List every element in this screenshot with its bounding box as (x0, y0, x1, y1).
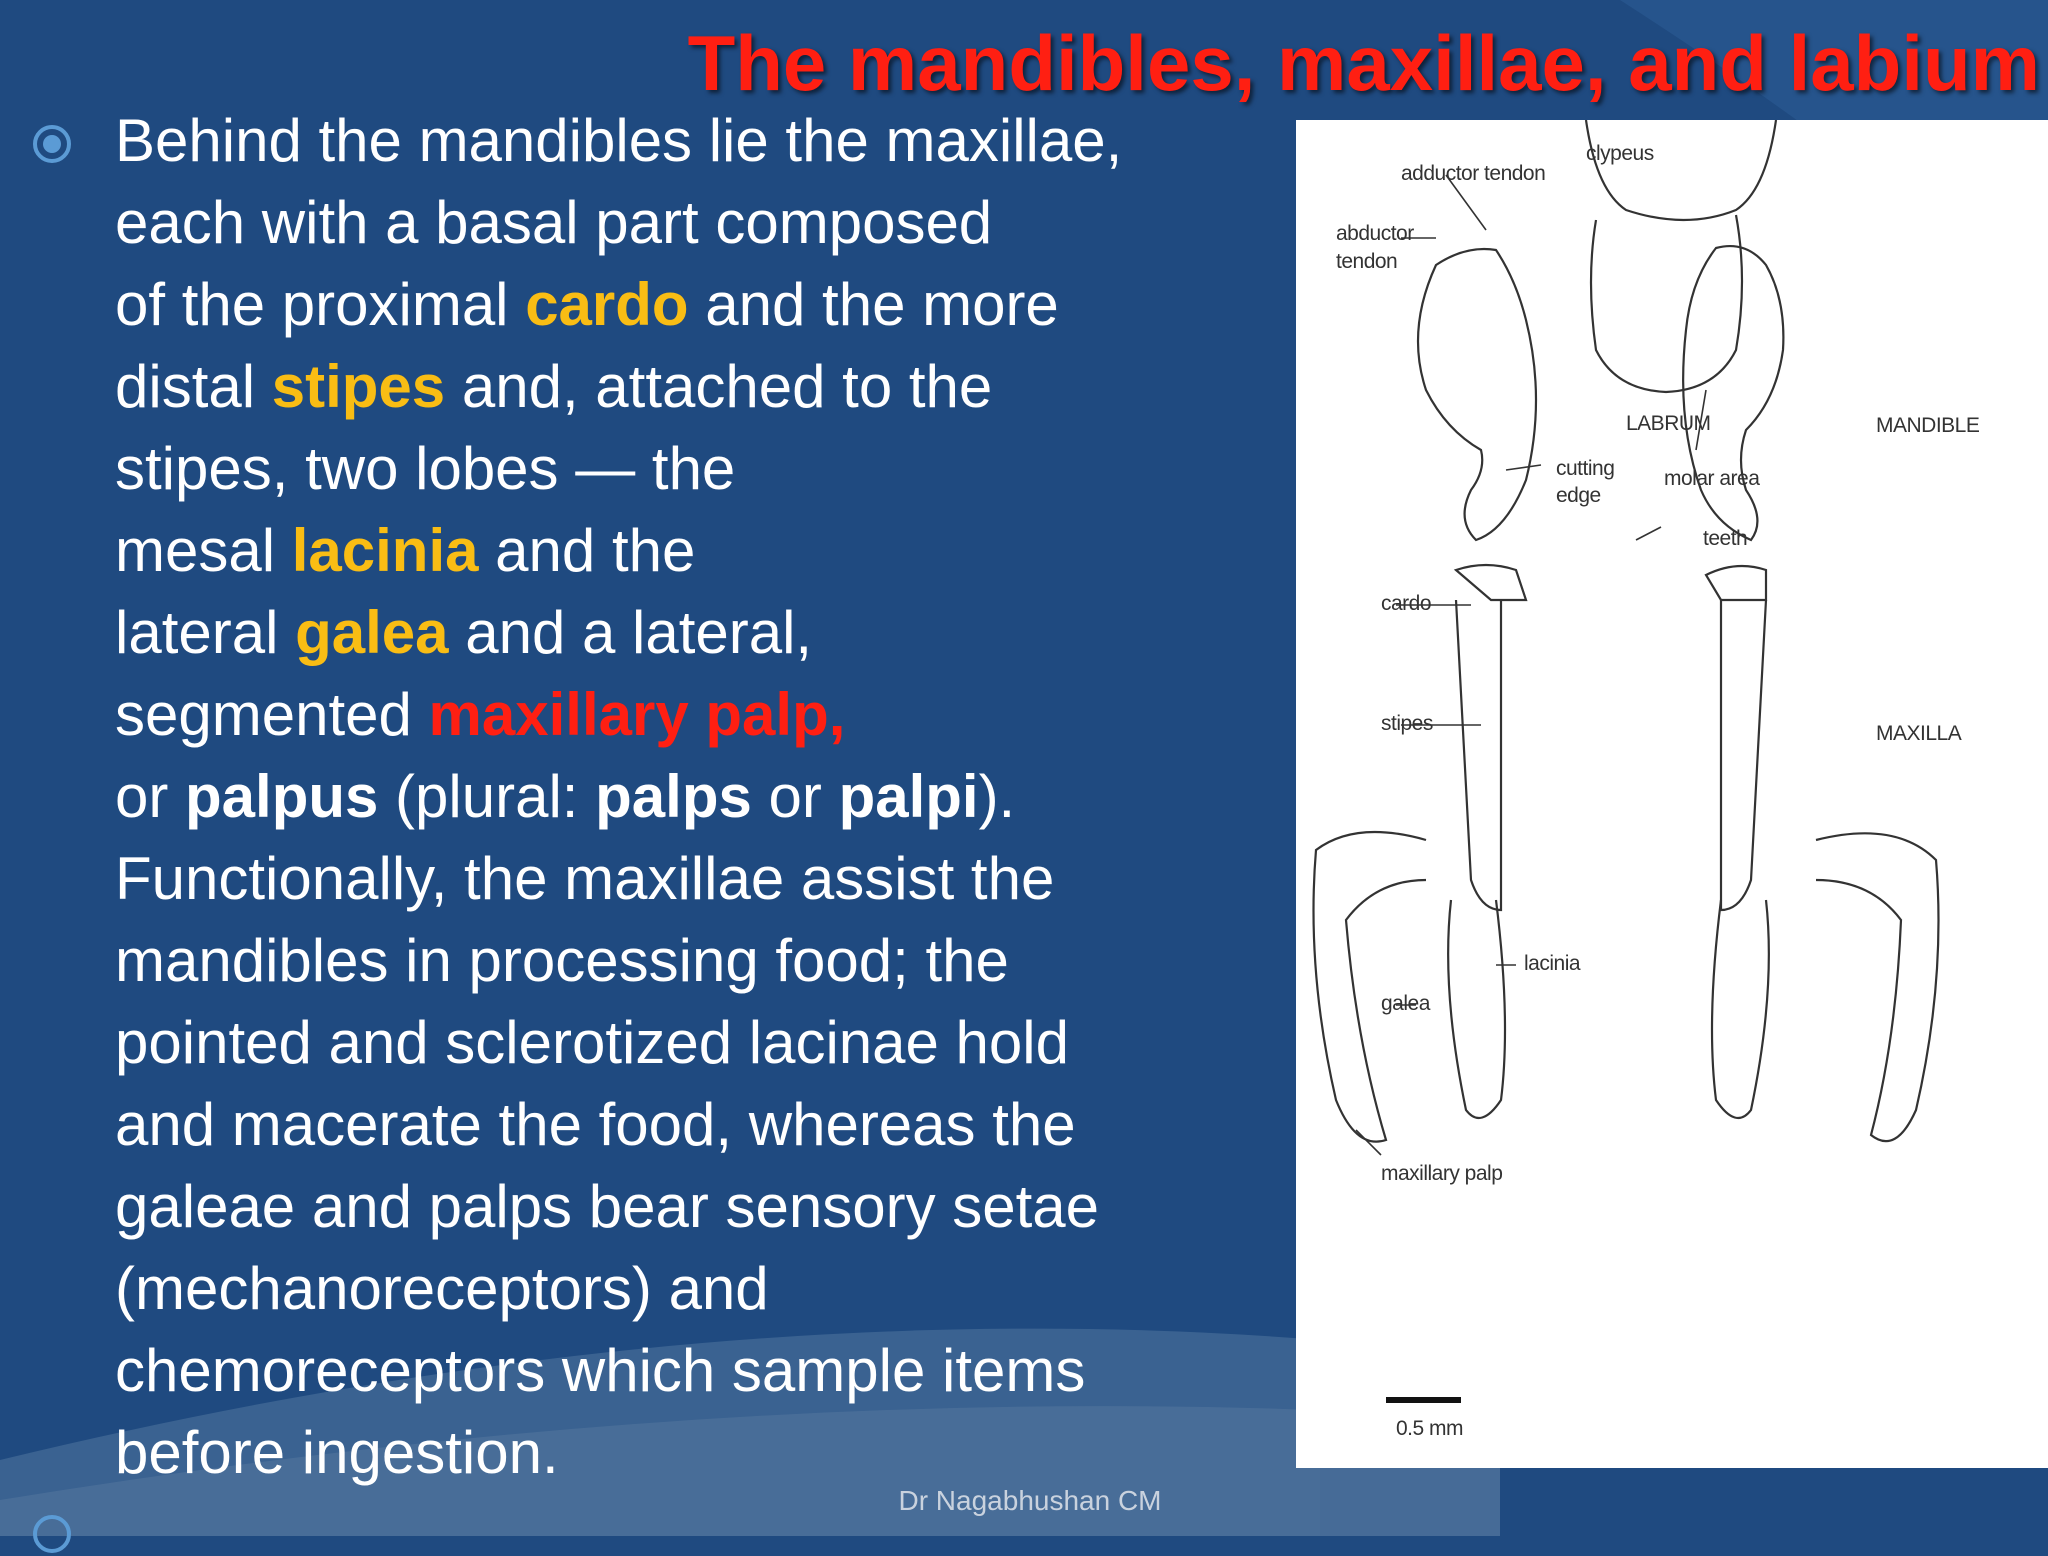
term-maxillary-palp: maxillary palp, (428, 681, 846, 748)
body-line: Functionally, the maxillae assist the (115, 845, 1055, 912)
label-lacinia: lacinia (1524, 952, 1581, 975)
label-abductor: abductor (1336, 222, 1414, 245)
label-galea: galea (1381, 992, 1431, 1015)
label-molar-area: molar area (1664, 467, 1760, 490)
body-line: each with a basal part composed (115, 189, 993, 256)
label-labrum: LABRUM (1626, 412, 1711, 435)
mouthparts-figure: clypeus adductor tendon abductor tendon … (1296, 119, 2048, 1468)
mouthparts-illustration: clypeus adductor tendon abductor tendon … (1312, 119, 1980, 1440)
label-maxillary-palp: maxillary palp (1381, 1162, 1502, 1185)
label-cutting: cutting (1556, 457, 1614, 480)
body-line: distal stipes and, attached to the (115, 353, 993, 420)
label-edge: edge (1556, 484, 1601, 507)
body-line: mesal lacinia and the (115, 517, 696, 584)
body-paragraph: Behind the mandibles lie the maxillae, e… (115, 100, 1295, 1494)
label-maxilla: MAXILLA (1876, 722, 1962, 745)
circle-dot-bullet-icon (33, 125, 71, 163)
term-galea: galea (295, 599, 449, 666)
body-line: of the proximal cardo and the more (115, 271, 1059, 338)
body-line: galeae and palps bear sensory setae (115, 1173, 1100, 1240)
body-line: segmented maxillary palp, (115, 681, 846, 748)
body-line: mandibles in processing food; the (115, 927, 1009, 994)
body-line: and macerate the food, whereas the (115, 1091, 1076, 1158)
term-cardo: cardo (525, 271, 689, 338)
body-line: stipes, two lobes — the (115, 435, 736, 502)
body-line: before ingestion. (115, 1419, 559, 1486)
author-credit: Dr Nagabhushan CM (898, 1485, 1162, 1516)
label-stipes: stipes (1381, 712, 1433, 735)
label-adductor-tendon: adductor tendon (1401, 162, 1545, 185)
body-line: Behind the mandibles lie the maxillae, (115, 107, 1123, 174)
body-line: or palpus (plural: palps or palpi). (115, 763, 1016, 830)
label-clypeus: clypeus (1586, 142, 1654, 165)
label-cardo: cardo (1381, 592, 1431, 615)
slide-title: The mandibles, maxillae, and labium (687, 19, 2040, 107)
body-line: pointed and sclerotized lacinae hold (115, 1009, 1069, 1076)
label-mandible: MANDIBLE (1876, 414, 1980, 437)
label-tendon: tendon (1336, 250, 1397, 273)
body-line: (mechanoreceptors) and (115, 1255, 769, 1322)
label-scale-bar: 0.5 mm (1396, 1417, 1463, 1440)
label-teeth: teeth (1703, 527, 1747, 550)
circle-dot-bullet-icon (33, 1515, 71, 1553)
term-stipes: stipes (271, 353, 446, 420)
term-lacinia: lacinia (291, 517, 479, 584)
body-line: chemoreceptors which sample items (115, 1337, 1086, 1404)
body-line: lateral galea and a lateral, (115, 599, 813, 666)
